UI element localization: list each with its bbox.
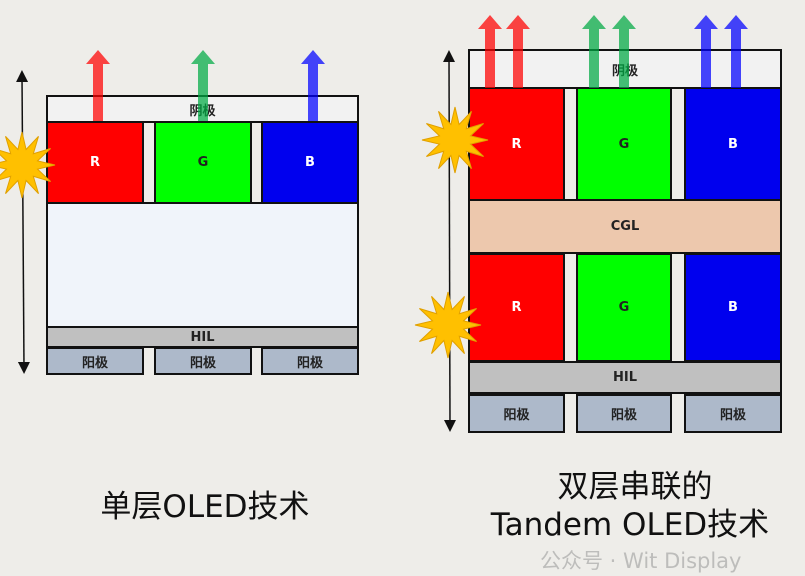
tandem-blue-layer-top: B bbox=[684, 87, 782, 201]
tandem-red-layer-top: R bbox=[468, 87, 565, 201]
single-organic-layer bbox=[46, 202, 359, 328]
tandem-green-layer-top: G bbox=[576, 87, 672, 201]
tandem-thickness-arrow bbox=[443, 50, 456, 432]
single-anode: 阳极 bbox=[154, 347, 252, 375]
tandem-green-layer-bottom: G bbox=[576, 253, 672, 362]
single-green-layer: G bbox=[154, 121, 252, 204]
tandem-title-line2: Tandem OLED技术 bbox=[490, 507, 770, 543]
single-anode: 阳极 bbox=[46, 347, 144, 375]
tandem-anode: 阳极 bbox=[684, 394, 782, 433]
single-hil: HIL bbox=[46, 326, 359, 348]
tandem-red-layer-bottom: R bbox=[468, 253, 565, 362]
single-thickness-arrow bbox=[16, 70, 30, 374]
single-title: 单层OLED技术 bbox=[100, 489, 310, 525]
watermark: 公众号 · Wit Display bbox=[540, 549, 742, 573]
tandem-cgl: CGL bbox=[468, 199, 782, 254]
single-red-layer: R bbox=[46, 121, 144, 204]
single-anode: 阳极 bbox=[261, 347, 359, 375]
tandem-cathode: 阴极 bbox=[468, 49, 782, 89]
tandem-title-line1: 双层串联的 bbox=[557, 469, 713, 505]
single-cathode: 阴极 bbox=[46, 95, 359, 123]
single-blue-layer: B bbox=[261, 121, 359, 204]
tandem-anode: 阳极 bbox=[576, 394, 672, 433]
tandem-hil: HIL bbox=[468, 361, 782, 394]
tandem-anode: 阳极 bbox=[468, 394, 565, 433]
tandem-blue-layer-bottom: B bbox=[684, 253, 782, 362]
